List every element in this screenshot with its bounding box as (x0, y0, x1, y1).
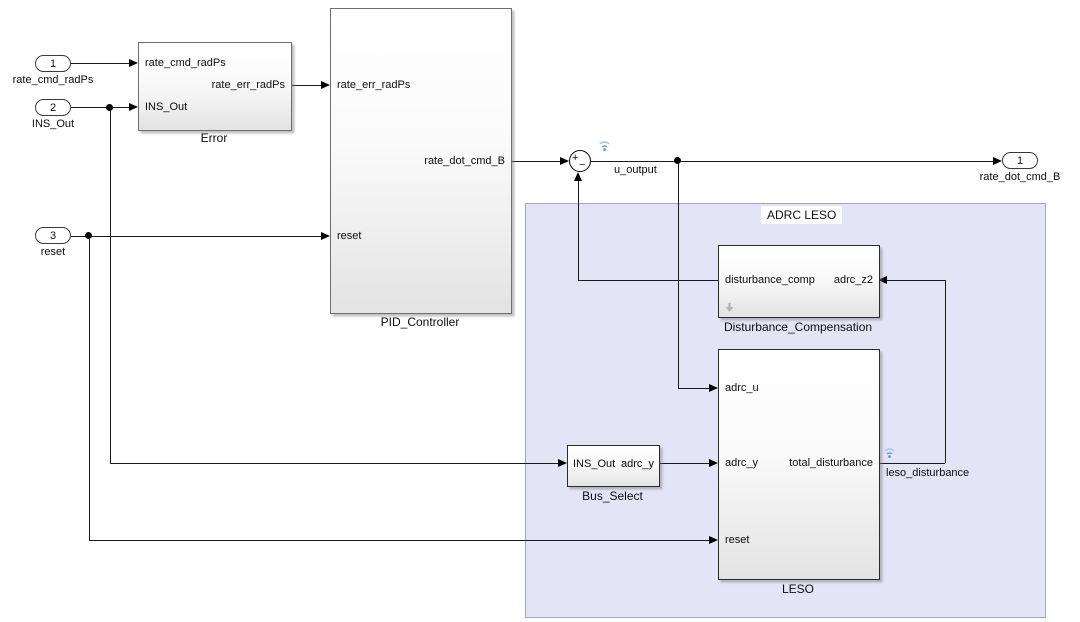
wire-leso-disturbance[interactable] (878, 463, 945, 464)
wire-u-to-leso-adrc-u[interactable] (678, 388, 710, 389)
inport-3-number: 3 (49, 229, 57, 242)
wire-u-output[interactable] (591, 161, 994, 162)
leso-block-title: LESO (781, 582, 814, 596)
error-block[interactable]: rate_cmd_radPs INS_Out rate_err_radPs (138, 42, 292, 131)
arrowhead-icon (709, 384, 718, 392)
leso-inport-label: adrc_u (725, 382, 759, 394)
wire-u-branch-down[interactable] (678, 161, 679, 388)
inport-2-number: 2 (49, 101, 57, 114)
arrowhead-icon (709, 459, 718, 467)
arrowhead-icon (321, 232, 330, 240)
inport-3[interactable]: 3 (35, 227, 71, 244)
disturbance-compensation-block-title: Disturbance_Compensation (723, 320, 873, 334)
outport-1-label: rate_dot_cmd_B (979, 171, 1061, 183)
inport-1-label: rate_cmd_radPs (12, 74, 94, 86)
adrc-leso-area-label: ADRC LESO (761, 206, 843, 224)
arrowhead-icon (129, 103, 138, 111)
wire-leso-feedback-up[interactable] (945, 280, 946, 463)
wire-bus-select-to-leso[interactable] (658, 463, 710, 464)
variant-down-arrow-icon (725, 302, 734, 312)
wire-ins-out-to-bus-select[interactable] (110, 463, 559, 464)
pid-inport-label: rate_err_radPs (337, 79, 411, 91)
signal-logging-badge-icon (599, 141, 610, 151)
wire-rate-cmd-to-error[interactable] (70, 63, 130, 64)
bus-inport-label: INS_Out (573, 458, 616, 470)
bus-select-block-title: Bus_Select (582, 489, 643, 503)
bus-select-block[interactable]: INS_Out adrc_y (567, 445, 660, 487)
leso-inport-label: reset (725, 534, 750, 546)
leso-block[interactable]: adrc_u adrc_y reset total_disturbance (718, 349, 880, 580)
error-inport-label: INS_Out (145, 101, 188, 113)
inport-2-label: INS_Out (31, 118, 75, 130)
pid-controller-block-title: PID_Controller (380, 315, 460, 329)
wire-reset-to-leso[interactable] (89, 540, 710, 541)
wire-feedback-to-adrc-z2[interactable] (886, 280, 945, 281)
arrowhead-icon (878, 276, 887, 284)
wire-disturbance-comp-up[interactable] (578, 180, 579, 280)
arrowhead-icon (574, 172, 582, 181)
inport-2[interactable]: 2 (35, 99, 71, 116)
arrowhead-icon (129, 59, 138, 67)
disturbance-compensation-block[interactable]: disturbance_comp adrc_z2 (718, 245, 880, 318)
branch-dot (106, 104, 113, 111)
wire-reset-branch-down[interactable] (89, 236, 90, 540)
arrowhead-icon (993, 157, 1002, 165)
sum-block[interactable]: + − (569, 150, 591, 172)
sum-minus-sign: − (579, 159, 586, 171)
sum-plus-sign: + (572, 152, 579, 164)
error-outport-label: rate_err_radPs (211, 79, 285, 91)
branch-dot (85, 232, 92, 239)
leso-inport-label: adrc_y (725, 457, 759, 469)
arrowhead-icon (560, 157, 569, 165)
wire-pid-to-sum[interactable] (510, 161, 561, 162)
arrowhead-icon (709, 536, 718, 544)
pid-outport-label: rate_dot_cmd_B (424, 155, 505, 167)
arrowhead-icon (558, 459, 567, 467)
leso-outport-label: total_disturbance (789, 457, 873, 469)
inport-1-number: 1 (49, 57, 57, 70)
wire-ins-out-branch-down[interactable] (110, 107, 111, 463)
dc-outport-label: disturbance_comp (725, 274, 815, 286)
pid-inport-label: reset (337, 230, 362, 242)
wire-reset-to-pid[interactable] (70, 236, 322, 237)
wire-ins-out-to-error[interactable] (71, 107, 130, 108)
branch-dot (674, 157, 681, 164)
bus-outport-label: adrc_y (620, 458, 654, 470)
signal-label-leso-disturbance: leso_disturbance (886, 467, 970, 479)
pid-controller-block[interactable]: rate_err_radPs reset rate_dot_cmd_B (330, 8, 512, 314)
inport-1[interactable]: 1 (35, 55, 71, 72)
signal-logging-badge-icon (884, 448, 895, 458)
outport-1-number: 1 (1016, 154, 1024, 167)
dc-inport-label: adrc_z2 (833, 274, 873, 286)
wire-disturbance-comp-out[interactable] (578, 280, 718, 281)
arrowhead-icon (321, 81, 330, 89)
outport-1[interactable]: 1 (1002, 152, 1038, 169)
inport-3-label: reset (40, 246, 66, 258)
error-inport-label: rate_cmd_radPs (145, 57, 226, 69)
error-block-title: Error (200, 131, 228, 145)
wire-error-to-pid[interactable] (290, 85, 322, 86)
signal-label-u-output: u_output (614, 164, 657, 176)
